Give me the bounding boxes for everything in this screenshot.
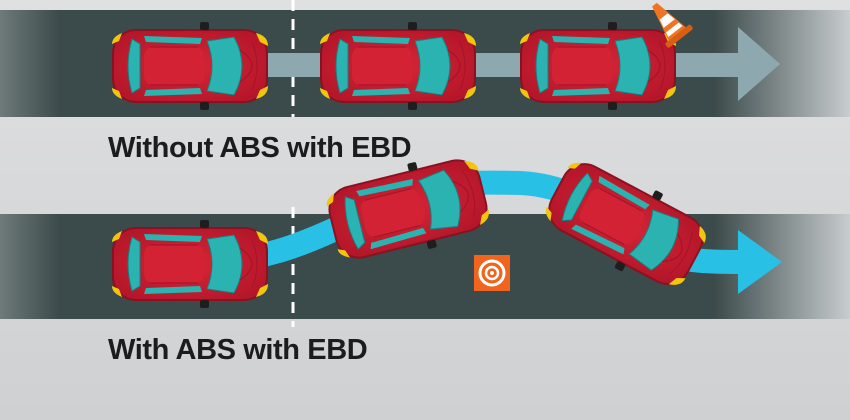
car-top-view-icon xyxy=(319,21,477,111)
target-marker-icon xyxy=(474,255,510,291)
car-top-view-icon xyxy=(111,21,269,111)
car-bottom-1 xyxy=(111,219,269,309)
car-top-2 xyxy=(319,21,477,111)
car-top-1 xyxy=(111,21,269,111)
caption-with-abs: With ABS with EBD xyxy=(108,334,368,366)
car-top-view-icon xyxy=(519,21,677,111)
caption-without-abs: Without ABS with EBD xyxy=(108,132,412,164)
car-top-3 xyxy=(519,21,677,111)
car-top-view-icon xyxy=(111,219,269,309)
traffic-cone-icon xyxy=(652,2,693,48)
